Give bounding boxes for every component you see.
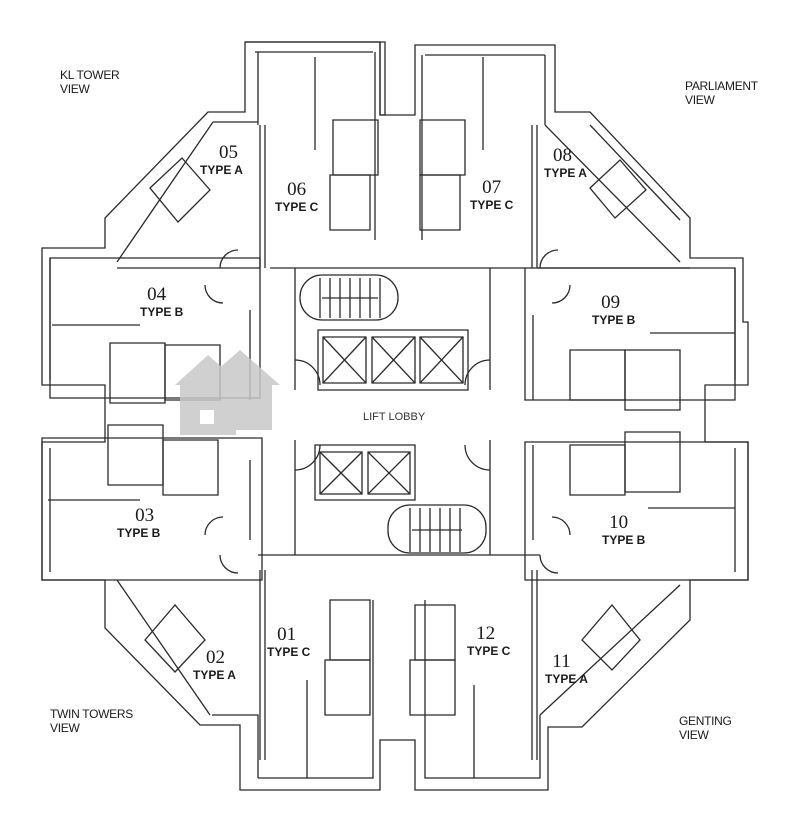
bathroom-11	[582, 605, 640, 670]
unit-number: 10	[609, 512, 629, 533]
unit-03[interactable]: 03 TYPE B	[117, 505, 161, 541]
view-label-genting: GENTING VIEW	[679, 714, 732, 742]
outer-wall	[42, 42, 748, 790]
unit-type: TYPE C	[275, 200, 319, 214]
unit-type: TYPE B	[117, 526, 161, 540]
unit-number: 12	[476, 623, 496, 644]
unit-10[interactable]: 10 TYPE B	[602, 513, 646, 548]
unit-01[interactable]: 01 TYPE C	[267, 625, 311, 660]
unit-number: 08	[552, 145, 572, 166]
unit-12[interactable]: 12 TYPE C	[467, 624, 511, 659]
unit-type: TYPE B	[140, 305, 184, 319]
unit-number: 05	[218, 142, 238, 163]
unit-type: TYPE B	[602, 533, 646, 547]
unit-number: 07	[482, 177, 502, 198]
view-label-twin-towers: TWIN TOWERS VIEW	[50, 707, 133, 735]
unit-07[interactable]: 07 TYPE C	[470, 177, 514, 213]
unit-type: TYPE C	[467, 644, 511, 658]
unit-08[interactable]: 08 TYPE A	[544, 146, 587, 181]
stairs-top	[320, 278, 380, 318]
house-icon	[175, 350, 280, 435]
unit-type: TYPE A	[545, 672, 588, 686]
unit-02[interactable]: 02 TYPE A	[193, 647, 236, 683]
unit-04[interactable]: 04 TYPE B	[140, 285, 184, 320]
unit-number: 04	[147, 284, 167, 305]
view-label-parliament: PARLIAMENT VIEW	[685, 79, 758, 107]
unit-number: 11	[552, 651, 571, 672]
lift-shaft	[323, 337, 463, 383]
unit-number: 09	[601, 292, 621, 313]
unit-type: TYPE C	[470, 198, 514, 212]
unit-number: 02	[205, 647, 225, 668]
stairs-bottom	[410, 508, 462, 552]
bathroom-08	[590, 160, 646, 218]
unit-11[interactable]: 11 TYPE A	[545, 652, 588, 687]
unit-type: TYPE C	[267, 645, 311, 659]
unit-number: 06	[287, 179, 307, 200]
lift-shaft	[320, 452, 410, 494]
unit-09[interactable]: 09 TYPE B	[592, 293, 636, 328]
unit-type: TYPE A	[193, 668, 236, 682]
lift-lobby-label: LIFT LOBBY	[363, 411, 426, 423]
unit-number: 01	[277, 624, 297, 645]
unit-05[interactable]: 05 TYPE A	[200, 142, 243, 178]
unit-06[interactable]: 06 TYPE C	[275, 179, 319, 215]
unit-type: TYPE A	[200, 163, 243, 177]
bathroom-02	[145, 605, 205, 672]
unit-type: TYPE B	[592, 313, 636, 327]
unit-number: 03	[135, 505, 155, 526]
bathroom-05	[150, 158, 210, 222]
unit-type: TYPE A	[544, 166, 587, 180]
view-label-kl-tower: KL TOWER VIEW	[60, 68, 120, 96]
